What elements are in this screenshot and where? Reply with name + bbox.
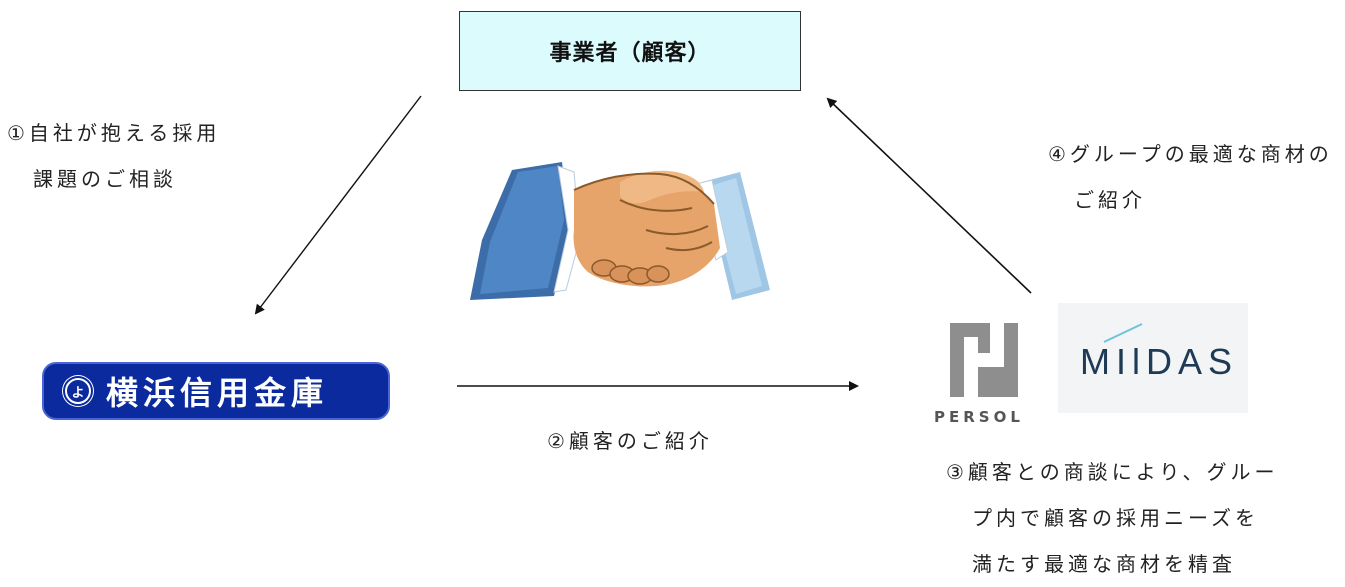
customer-box: 事業者（顧客） bbox=[459, 11, 801, 91]
customer-label: 事業者（顧客） bbox=[549, 41, 711, 66]
bank-logo: よ 横浜信用金庫 bbox=[42, 362, 390, 420]
flow-arrows bbox=[254, 95, 1032, 391]
mildas-accent-icon bbox=[1103, 323, 1143, 343]
persol-wordmark: PERSOL bbox=[934, 408, 1024, 426]
mildas-logo bbox=[1058, 303, 1248, 413]
bank-emblem-icon: よ bbox=[62, 375, 94, 407]
bank-name: 横浜信用金庫 bbox=[106, 374, 329, 412]
arrow-persol-to-customer bbox=[826, 97, 1032, 294]
handshake-icon bbox=[470, 162, 770, 300]
step1-text: ①自社が抱える採用 課題のご相談 bbox=[7, 121, 221, 191]
mildas-wordmark: MIlDAS bbox=[1080, 341, 1239, 382]
persol-logo-icon bbox=[950, 323, 1018, 397]
step3-text: ③顧客との商談により、グルー プ内で顧客の採用ニーズを 満たす最適な商材を精査 bbox=[946, 460, 1279, 576]
step4-text: ④グループの最適な商材の ご紹介 bbox=[1048, 142, 1333, 212]
arrow-customer-to-bank bbox=[254, 95, 422, 315]
step2-text: ②顧客のご紹介 bbox=[547, 429, 713, 453]
